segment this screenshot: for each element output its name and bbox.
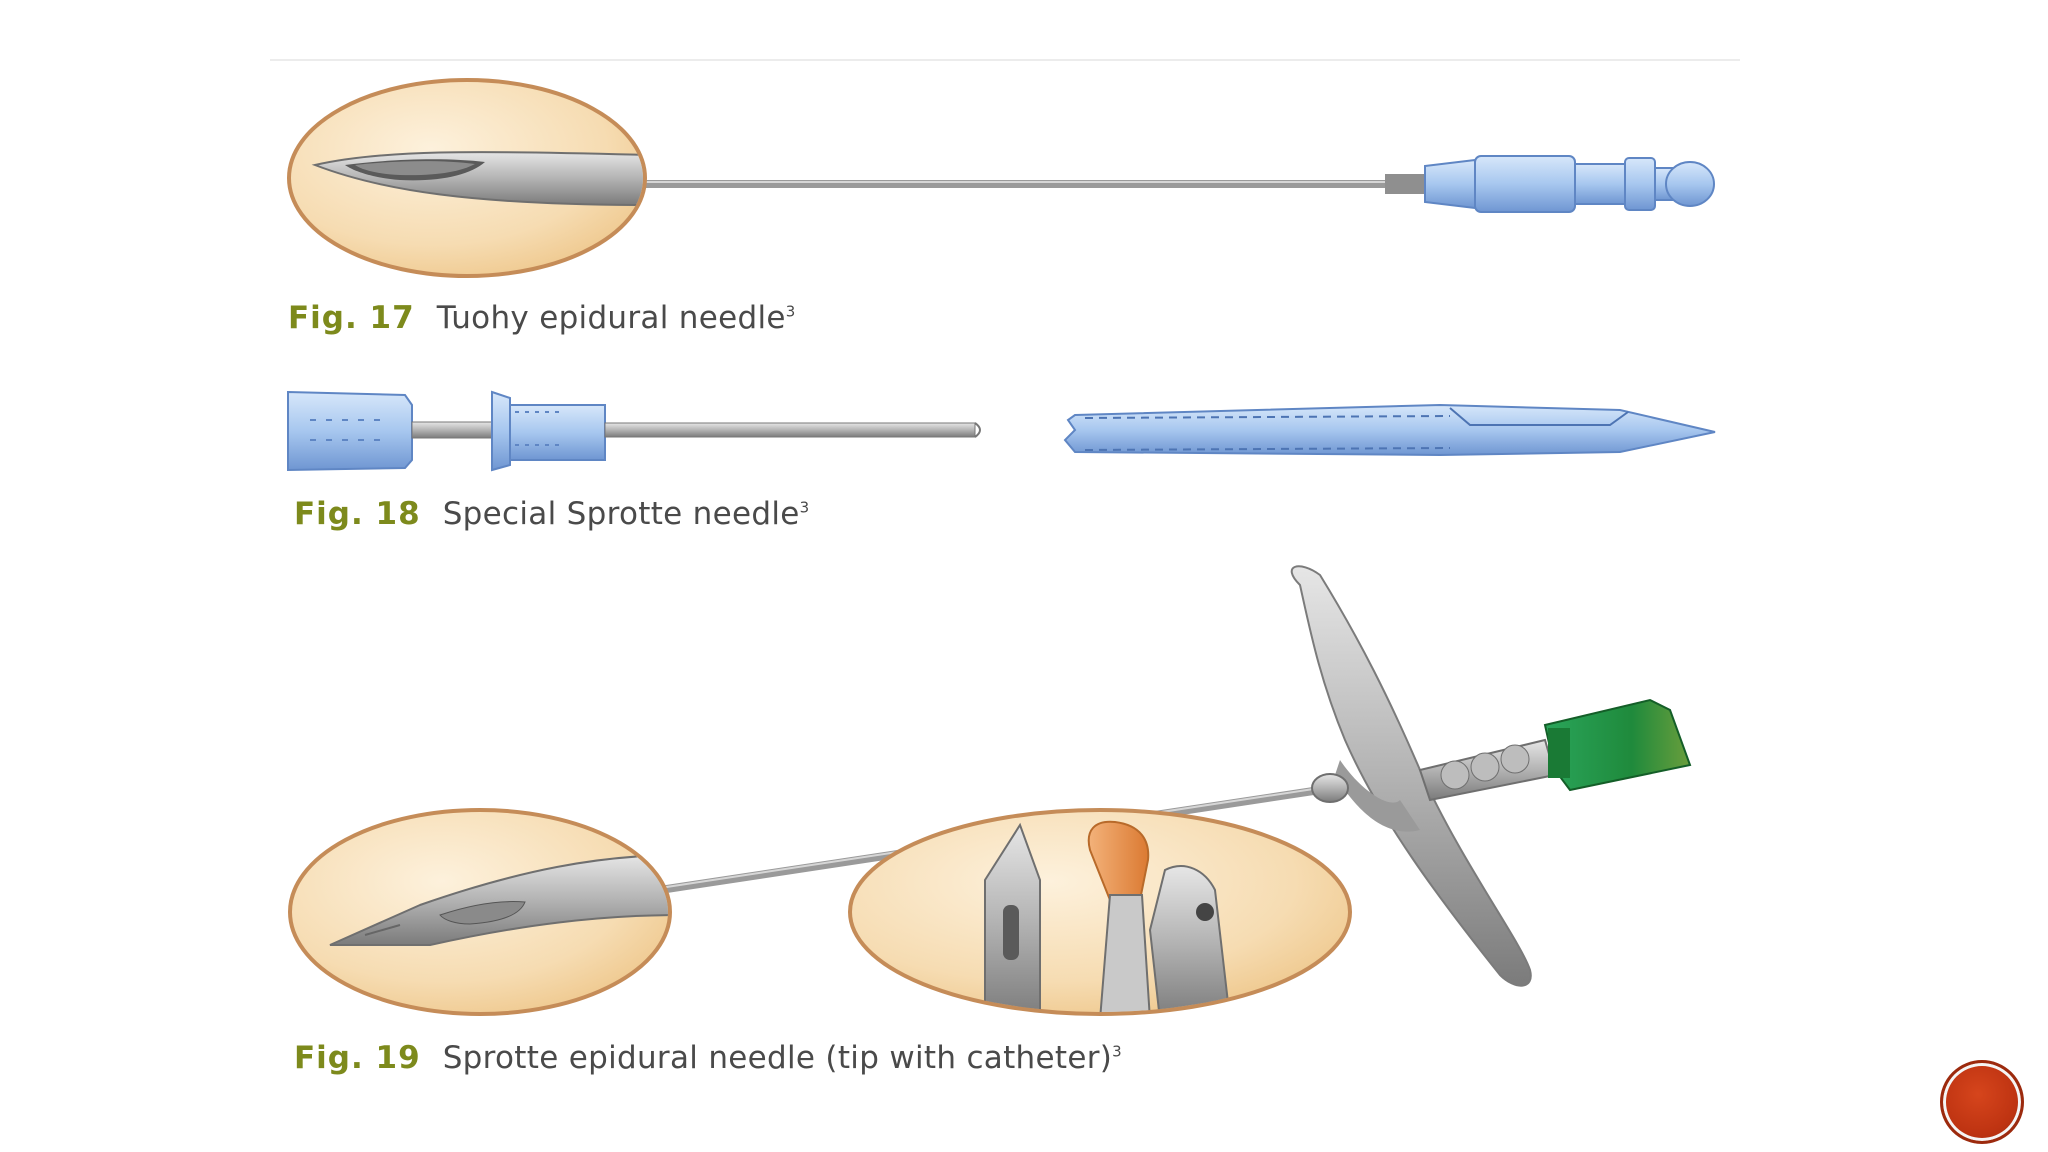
fig18-caption-text: Special Sprotte needle	[442, 496, 800, 532]
fig19-caption-text: Sprotte epidural needle (tip with cathet…	[442, 1040, 1113, 1076]
fig17-caption-text: Tuohy epidural needle	[436, 300, 786, 336]
fig17-ref: 3	[785, 302, 796, 321]
fig19-illustration	[288, 565, 1692, 1016]
fig18-illustration	[287, 390, 1716, 472]
circle-button-icon[interactable]	[1940, 1060, 2024, 1144]
fig18-caption: Fig. 18 Special Sprotte needle3	[294, 496, 809, 532]
fig19-label: Fig. 19	[294, 1040, 421, 1076]
fig19-ref: 3	[1112, 1042, 1122, 1061]
fig17-label: Fig. 17	[288, 300, 415, 336]
fig17-illustration	[287, 78, 1715, 278]
fig18-label: Fig. 18	[294, 496, 421, 532]
fig19-caption: Fig. 19 Sprotte epidural needle (tip with…	[294, 1040, 1122, 1076]
fig17-caption: Fig. 17 Tuohy epidural needle3	[288, 300, 796, 336]
fig18-ref: 3	[799, 498, 810, 517]
